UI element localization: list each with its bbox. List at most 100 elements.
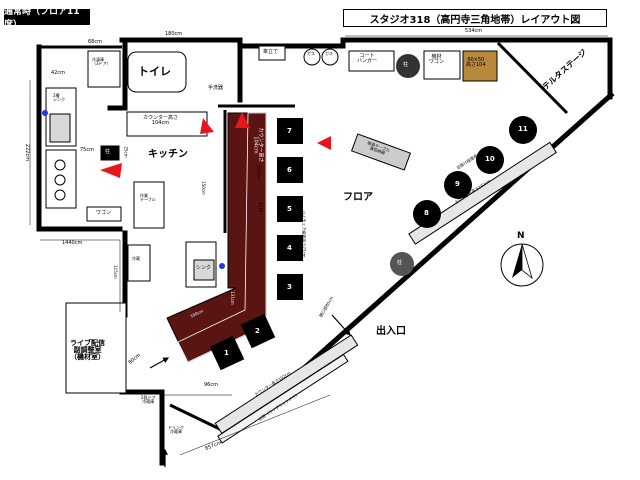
dim-150: 150cm — [200, 181, 206, 195]
dim-131: 131cm — [229, 291, 235, 305]
seat-9: 9 — [455, 180, 460, 188]
seat-2-block — [240, 313, 276, 349]
wagon — [86, 206, 122, 222]
equipment-wagon — [423, 50, 461, 80]
toilet-room — [127, 51, 187, 93]
seat-3-block — [277, 274, 303, 300]
fridge-unit — [87, 50, 121, 88]
fridge-label: 冷凍庫 （3ドア） — [92, 57, 111, 66]
drink-label: ドリンク 冷蔵庫 — [168, 425, 184, 434]
dim-75: 75cm — [80, 147, 94, 153]
control-room-label: ライブ配信 副調整室 （機材室） — [70, 339, 105, 361]
dim-115: 115cm — [112, 265, 118, 279]
gas2-label: ガス — [325, 51, 333, 56]
seat-10: 10 — [485, 155, 495, 163]
seat-8: 8 — [424, 209, 429, 217]
gas1-label: ガス — [307, 51, 315, 56]
seat-6: 6 — [287, 166, 292, 174]
wall-stage — [496, 41, 569, 115]
showcase-label: 2段ドア 冷蔵庫 — [141, 395, 156, 404]
seat-5: 5 — [287, 205, 292, 213]
marker-blue — [42, 110, 48, 116]
dim-534: 534cm — [465, 28, 483, 34]
seat-11-circle — [509, 116, 537, 144]
umbrella-stand — [258, 45, 286, 61]
compass-label: N — [517, 231, 525, 241]
umbrella-label: 傘立て — [263, 49, 279, 55]
kitchen-label: キッチン — [148, 149, 188, 160]
entrance-arrow-2 — [331, 314, 351, 336]
toilet-label: トイレ — [138, 65, 171, 78]
pillar-floor-label: 柱 — [397, 260, 403, 266]
gas-1 — [303, 48, 321, 66]
coat-label: コート ハンガー — [357, 53, 378, 64]
compass-icon — [500, 243, 544, 287]
work-table — [133, 181, 165, 229]
marker-red-4 — [317, 136, 331, 150]
seat-3: 3 — [287, 283, 292, 291]
sink-label: シンク — [196, 265, 212, 271]
wagon2-label: 機材 ワゴン — [429, 54, 445, 65]
dim-25: 25cm — [123, 146, 129, 158]
mode-badge: 通常時（フロア11席） — [4, 7, 90, 30]
dim-96: 96cm — [204, 382, 218, 388]
floor-label: フロア — [343, 192, 373, 203]
seat-1-block — [209, 335, 245, 371]
sink2-label: 2槽 シンク — [53, 93, 65, 102]
wall-top — [119, 37, 501, 49]
fridge-small — [127, 244, 151, 282]
pillar-top — [396, 54, 420, 78]
dim-222: 222cm — [24, 143, 31, 162]
dim-68: 68cm — [88, 39, 102, 45]
seat-11: 11 — [518, 125, 528, 133]
seat-8-circle — [413, 200, 441, 228]
exit-window — [217, 353, 349, 444]
box-label: 60×50 高さ104 — [466, 57, 486, 68]
work-table-label: 作業 テーブル — [140, 193, 156, 202]
seat-5-block — [277, 196, 303, 222]
seat-7-block — [277, 118, 303, 144]
storage-box — [462, 50, 498, 82]
dim-270: 270cm — [255, 165, 261, 179]
main-counter-label: カウンター高さ 104cm — [252, 127, 264, 163]
coat-hanger — [348, 50, 395, 72]
marker-red-1 — [100, 163, 122, 178]
seat-9-circle — [444, 171, 472, 199]
pillar-kitchen — [100, 145, 120, 161]
page-title: スタジオ318（高円寺三角地帯）レイアウト図 — [343, 9, 607, 27]
pillar-top-label: 柱 — [403, 62, 409, 68]
kitchen-counter-label: カウンター高さ 104cm — [143, 115, 179, 126]
seat-6-block — [277, 157, 303, 183]
pillar-kitchen-label: 柱 — [105, 149, 111, 155]
dim-180: 180cm — [165, 31, 183, 37]
window-counter — [408, 141, 557, 245]
seat-2: 2 — [255, 327, 260, 335]
entrance-label: 出入口 — [376, 326, 406, 337]
dim-1440: 1440cm — [62, 240, 83, 246]
kitchen-fixtures — [45, 50, 217, 394]
seat-10-circle — [476, 146, 504, 174]
fridge-small-label: 冷蔵 — [132, 256, 140, 261]
wall-bottom-left — [119, 312, 165, 466]
seat-4-block — [277, 235, 303, 261]
gas-2 — [321, 48, 339, 66]
seat-1: 1 — [224, 349, 229, 357]
seat-7: 7 — [287, 127, 292, 135]
entrance-arrow-1 — [149, 357, 170, 369]
seat-4: 4 — [287, 244, 292, 252]
wall-top-right — [495, 37, 613, 100]
marker-red-2 — [200, 118, 214, 134]
dim-2510: 2510 — [258, 201, 264, 213]
dim-42: 42cm — [51, 70, 65, 76]
pillar-floor — [390, 252, 414, 276]
dim-chair: ハイチェア座面高さ72cm — [301, 210, 307, 258]
wall-left — [107, 37, 128, 111]
wagon-label: ワゴン — [96, 210, 112, 216]
counter-kitchen — [126, 111, 208, 137]
main-counter-top — [177, 112, 267, 363]
handwash-label: 手洗器 — [208, 85, 224, 91]
marker-red-3 — [235, 112, 250, 128]
control-room — [65, 302, 127, 394]
